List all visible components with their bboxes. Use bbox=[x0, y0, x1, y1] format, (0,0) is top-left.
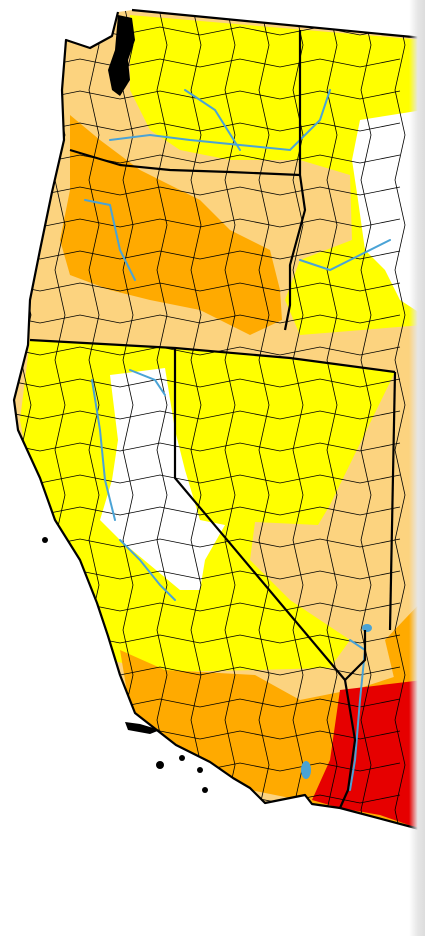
zone-no-drought-sierra bbox=[100, 368, 225, 590]
county-line-h bbox=[14, 282, 401, 292]
nv-ut-border bbox=[388, 371, 397, 631]
county-line-v bbox=[190, 10, 202, 830]
columbia-river bbox=[109, 89, 331, 152]
snake-river bbox=[299, 239, 391, 272]
channel-islands bbox=[125, 722, 160, 734]
san-joaquin-river bbox=[119, 539, 176, 601]
county-line-h bbox=[14, 378, 401, 388]
great-basin-river bbox=[129, 369, 166, 396]
washington-river bbox=[184, 89, 241, 151]
county-line-h bbox=[14, 410, 401, 420]
ca-az-border bbox=[338, 679, 357, 809]
county-line-v bbox=[360, 10, 372, 830]
wa-or-border bbox=[69, 148, 301, 177]
county-line-h bbox=[14, 314, 401, 324]
island-small-5 bbox=[42, 537, 48, 543]
county-line-v bbox=[224, 10, 236, 830]
lake-mead bbox=[362, 624, 372, 632]
county-line-v bbox=[326, 10, 338, 830]
county-line-v bbox=[394, 10, 406, 830]
ca-nv-border bbox=[173, 348, 346, 681]
right-edge-shadow bbox=[409, 0, 425, 936]
county-line-h bbox=[14, 346, 401, 356]
county-line-v bbox=[258, 10, 270, 830]
state-boundaries bbox=[12, 8, 424, 832]
county-line-h bbox=[14, 442, 401, 452]
or-ca-nv-border bbox=[29, 338, 396, 374]
zone-severe-oregon bbox=[60, 115, 282, 335]
wa-id-border bbox=[283, 30, 307, 331]
puget-sound-islands bbox=[108, 15, 135, 96]
zone-abnormally-dry-washington bbox=[130, 15, 423, 335]
salton-sea bbox=[301, 761, 311, 779]
island-small-1 bbox=[156, 761, 164, 769]
island-small-3 bbox=[197, 767, 203, 773]
sacramento-river bbox=[91, 379, 116, 521]
zone-abnormally-dry-california bbox=[20, 340, 395, 672]
coastal-islands bbox=[42, 15, 208, 793]
nv-az-border bbox=[344, 630, 367, 681]
rivers bbox=[84, 89, 391, 791]
county-line-v bbox=[292, 10, 304, 830]
colorado-river bbox=[349, 639, 367, 791]
zone-moderate-nevada bbox=[260, 525, 330, 580]
island-small-4 bbox=[202, 787, 208, 793]
island-small-2 bbox=[179, 755, 185, 761]
coastline-outline bbox=[12, 8, 424, 832]
oregon-river bbox=[84, 199, 136, 281]
